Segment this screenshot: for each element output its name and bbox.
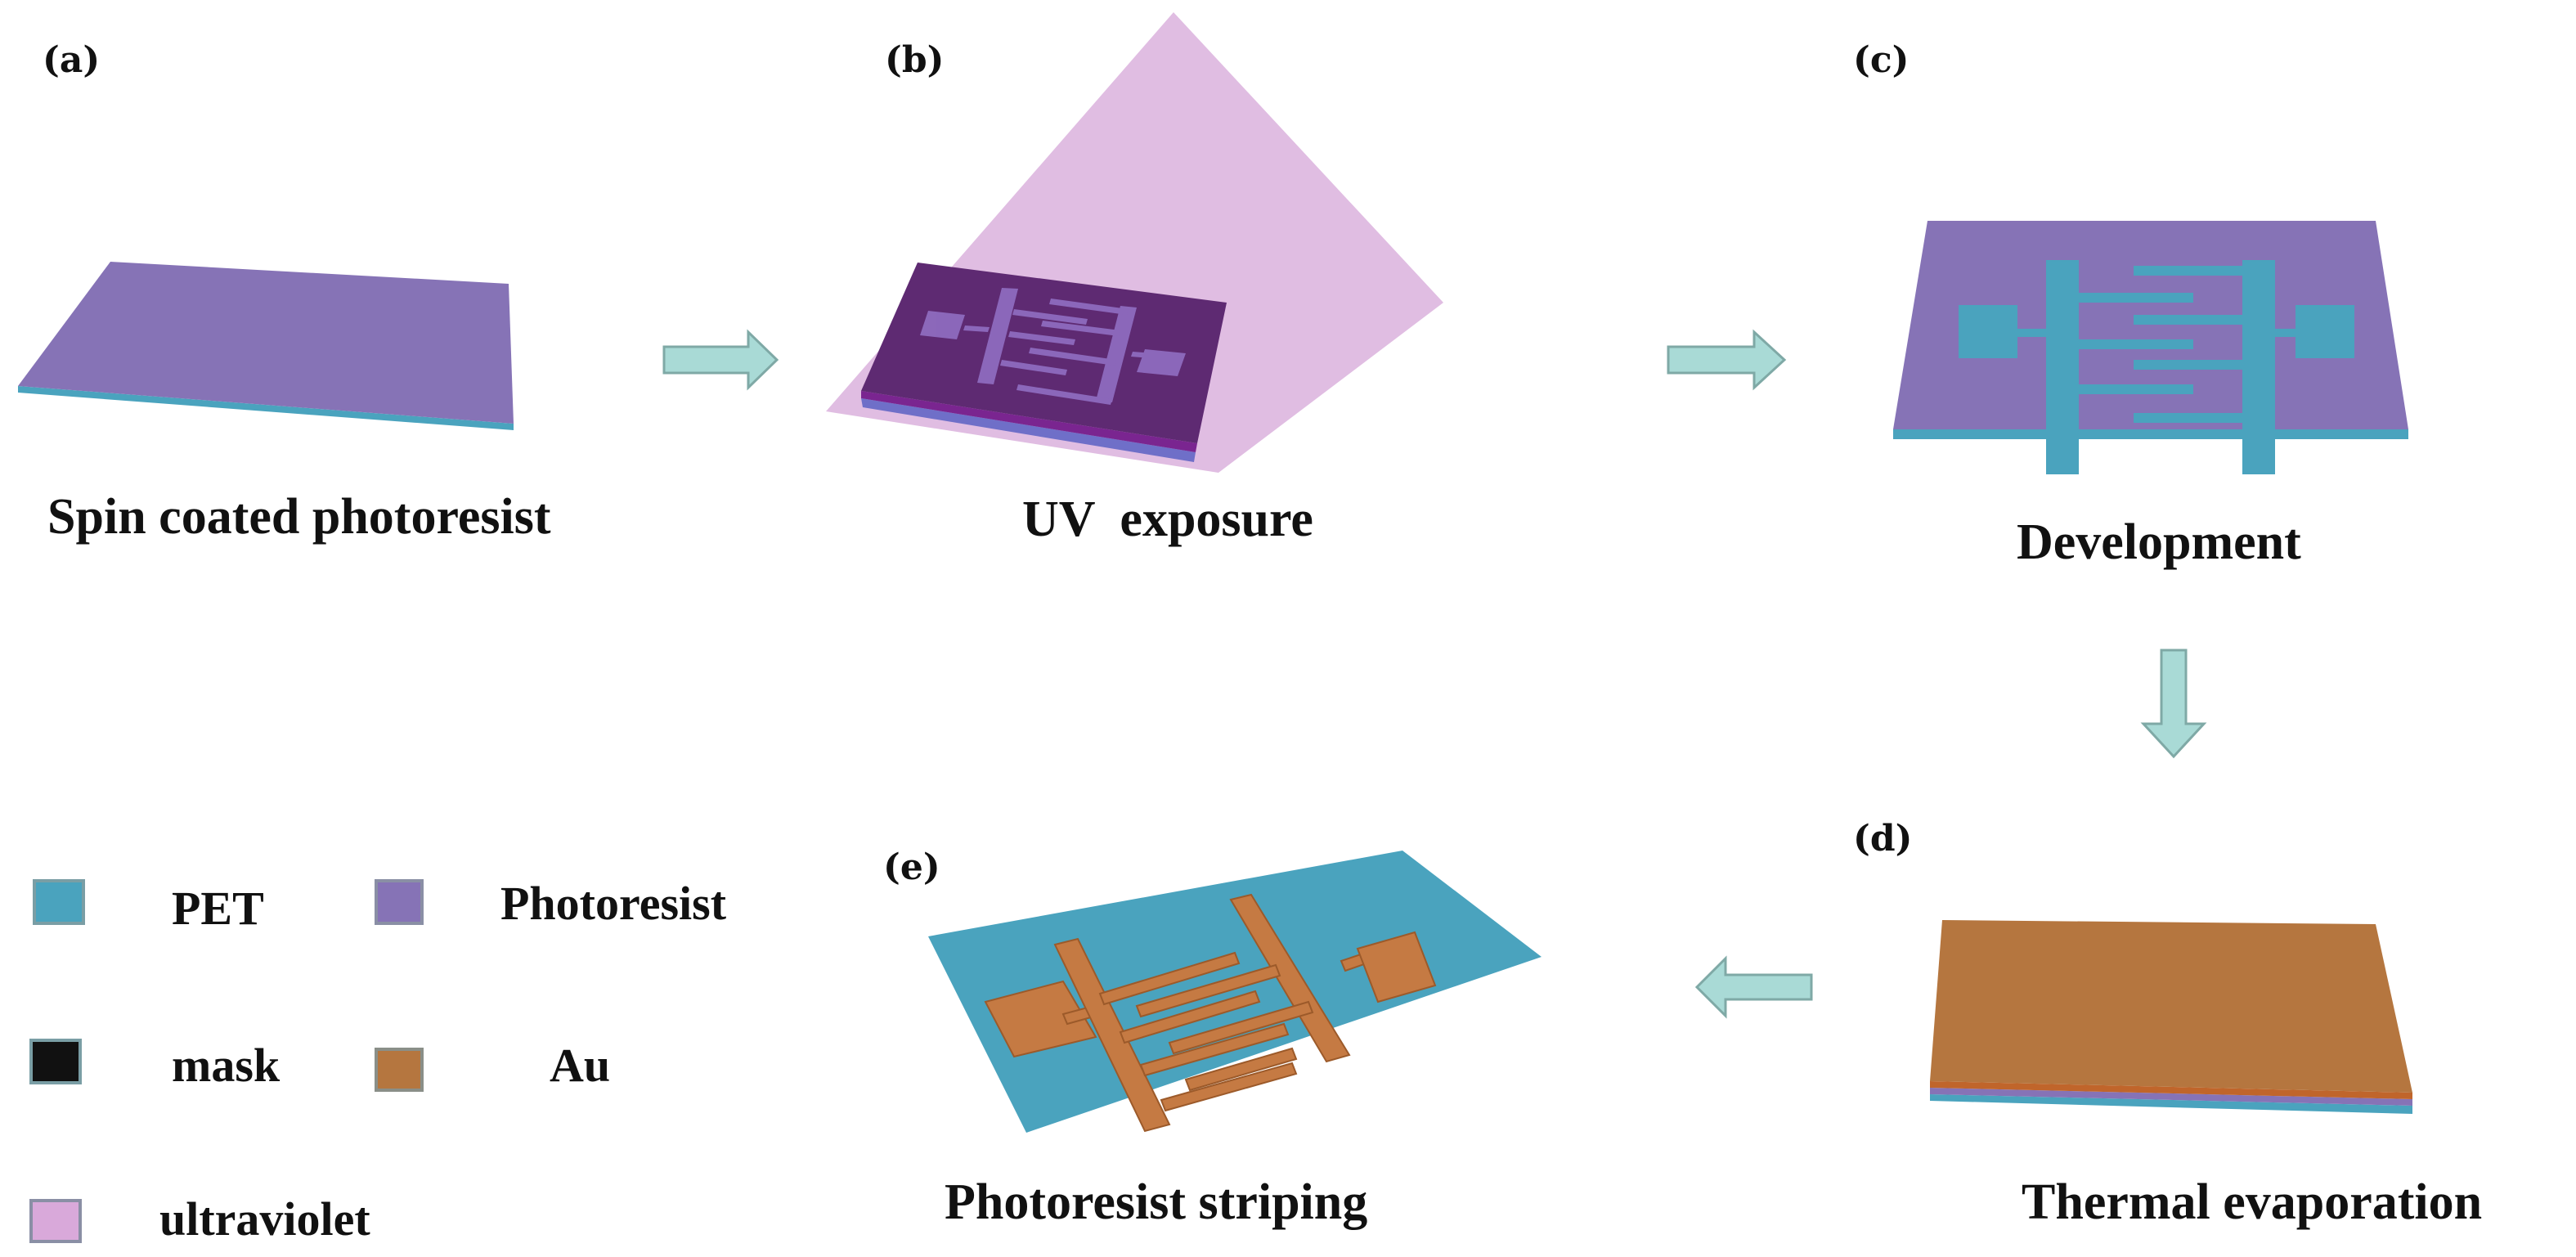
au-coated-plate <box>1930 920 2412 1093</box>
pet-layer-d <box>1930 1094 2412 1114</box>
resist-layer-d <box>1930 1088 2412 1106</box>
legend-swatch-pet <box>33 879 85 925</box>
pet-layer-c <box>1893 429 2408 439</box>
legend-item-au: Au <box>375 1039 610 1092</box>
panel-e: (e) Photoresist striping <box>883 846 1542 1230</box>
pet-substrate-layer <box>18 386 514 430</box>
panel-a: (a) Spin coated photoresist <box>18 39 551 545</box>
photoresist-plate <box>18 262 514 424</box>
resist-side-b <box>861 391 1197 452</box>
legend-label-pet: PET <box>172 882 264 935</box>
legend-label-ultraviolet: ultraviolet <box>159 1192 370 1246</box>
legend-item-photoresist: Photoresist <box>375 877 727 930</box>
legend-label-au: Au <box>550 1039 610 1092</box>
arrow-right-icon <box>662 329 779 391</box>
legend-item-ultraviolet: ultraviolet <box>29 1192 370 1246</box>
panel-label-c: (c) <box>1853 39 1909 81</box>
caption-e: Photoresist striping <box>945 1174 1367 1230</box>
pet-substrate-plate <box>928 851 1542 1133</box>
caption-d: Thermal evaporation <box>2022 1174 2482 1230</box>
legend-item-pet: PET <box>33 879 264 935</box>
au-layer-side-d <box>1930 1081 2412 1099</box>
panel-label-b: (b) <box>885 39 944 81</box>
panel-c: (c) Development <box>1853 39 2408 570</box>
legend-swatch-ultraviolet <box>29 1199 82 1243</box>
legend-swatch-photoresist <box>375 879 424 925</box>
arrow-right-icon <box>1667 329 1787 391</box>
caption-c: Development <box>2017 514 2301 570</box>
developed-electrode-openings <box>1959 260 2354 474</box>
legend-swatch-au <box>375 1048 424 1092</box>
arrow-down-icon <box>2140 649 2207 759</box>
legend-swatch-mask <box>29 1039 82 1084</box>
mask-electrode-pattern <box>920 288 1186 405</box>
legend-label-mask: mask <box>172 1039 280 1092</box>
panel-label-d: (d) <box>1853 818 1912 860</box>
legend: PET Photoresist mask Au ultraviolet <box>29 877 727 1246</box>
developed-photoresist-plate <box>1893 221 2408 429</box>
panel-b: (b) UV exposure <box>826 12 1443 547</box>
caption-a: Spin coated photoresist <box>47 489 551 545</box>
legend-label-photoresist: Photoresist <box>500 877 727 930</box>
pet-layer-b <box>861 398 1196 462</box>
caption-b: UV exposure <box>1022 492 1313 547</box>
legend-item-mask: mask <box>29 1039 280 1092</box>
panel-d: (d) Thermal evaporation <box>1853 818 2482 1230</box>
panel-label-a: (a) <box>43 39 100 81</box>
panel-label-e: (e) <box>883 846 940 888</box>
au-electrode-pattern <box>984 893 1437 1133</box>
arrow-left-icon <box>1694 955 1813 1019</box>
